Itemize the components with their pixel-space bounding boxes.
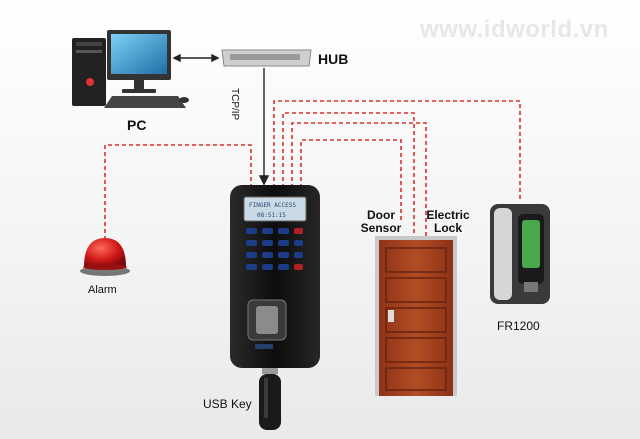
wire-fr1200-main	[273, 100, 521, 200]
hub-label: HUB	[318, 51, 349, 67]
pc-label: PC	[127, 117, 147, 133]
hub-device	[221, 49, 312, 67]
wire-fr1200	[300, 139, 402, 220]
pc-monitor	[104, 30, 189, 108]
door	[375, 236, 457, 396]
alarm-device	[80, 238, 130, 276]
wire-alarm	[104, 144, 252, 240]
tcp-arrow	[258, 68, 270, 186]
tcp-label: TCP/IP	[229, 88, 240, 121]
watermark-url: www.idworld.vn	[420, 16, 609, 43]
usb-key-label: USB Key	[203, 397, 252, 411]
pc-hub-arrow	[172, 53, 220, 63]
electric-lock-label: Electric Lock	[426, 208, 470, 235]
fr1200-label: FR1200	[497, 319, 540, 333]
wire-door-sensor	[282, 112, 415, 383]
keypad-red-keys	[294, 228, 303, 270]
door-sensor-label: Door Sensor	[360, 208, 402, 235]
pc-tower	[72, 38, 106, 106]
device-screen-line1: FINGER ACCESS	[249, 202, 296, 209]
keypad	[246, 228, 303, 270]
fr1200-reader	[490, 204, 550, 304]
device-screen-line2: 08:51:15	[257, 212, 286, 219]
terminal-device	[230, 185, 320, 368]
usb-key	[259, 368, 281, 430]
alarm-label: Alarm	[88, 284, 117, 296]
